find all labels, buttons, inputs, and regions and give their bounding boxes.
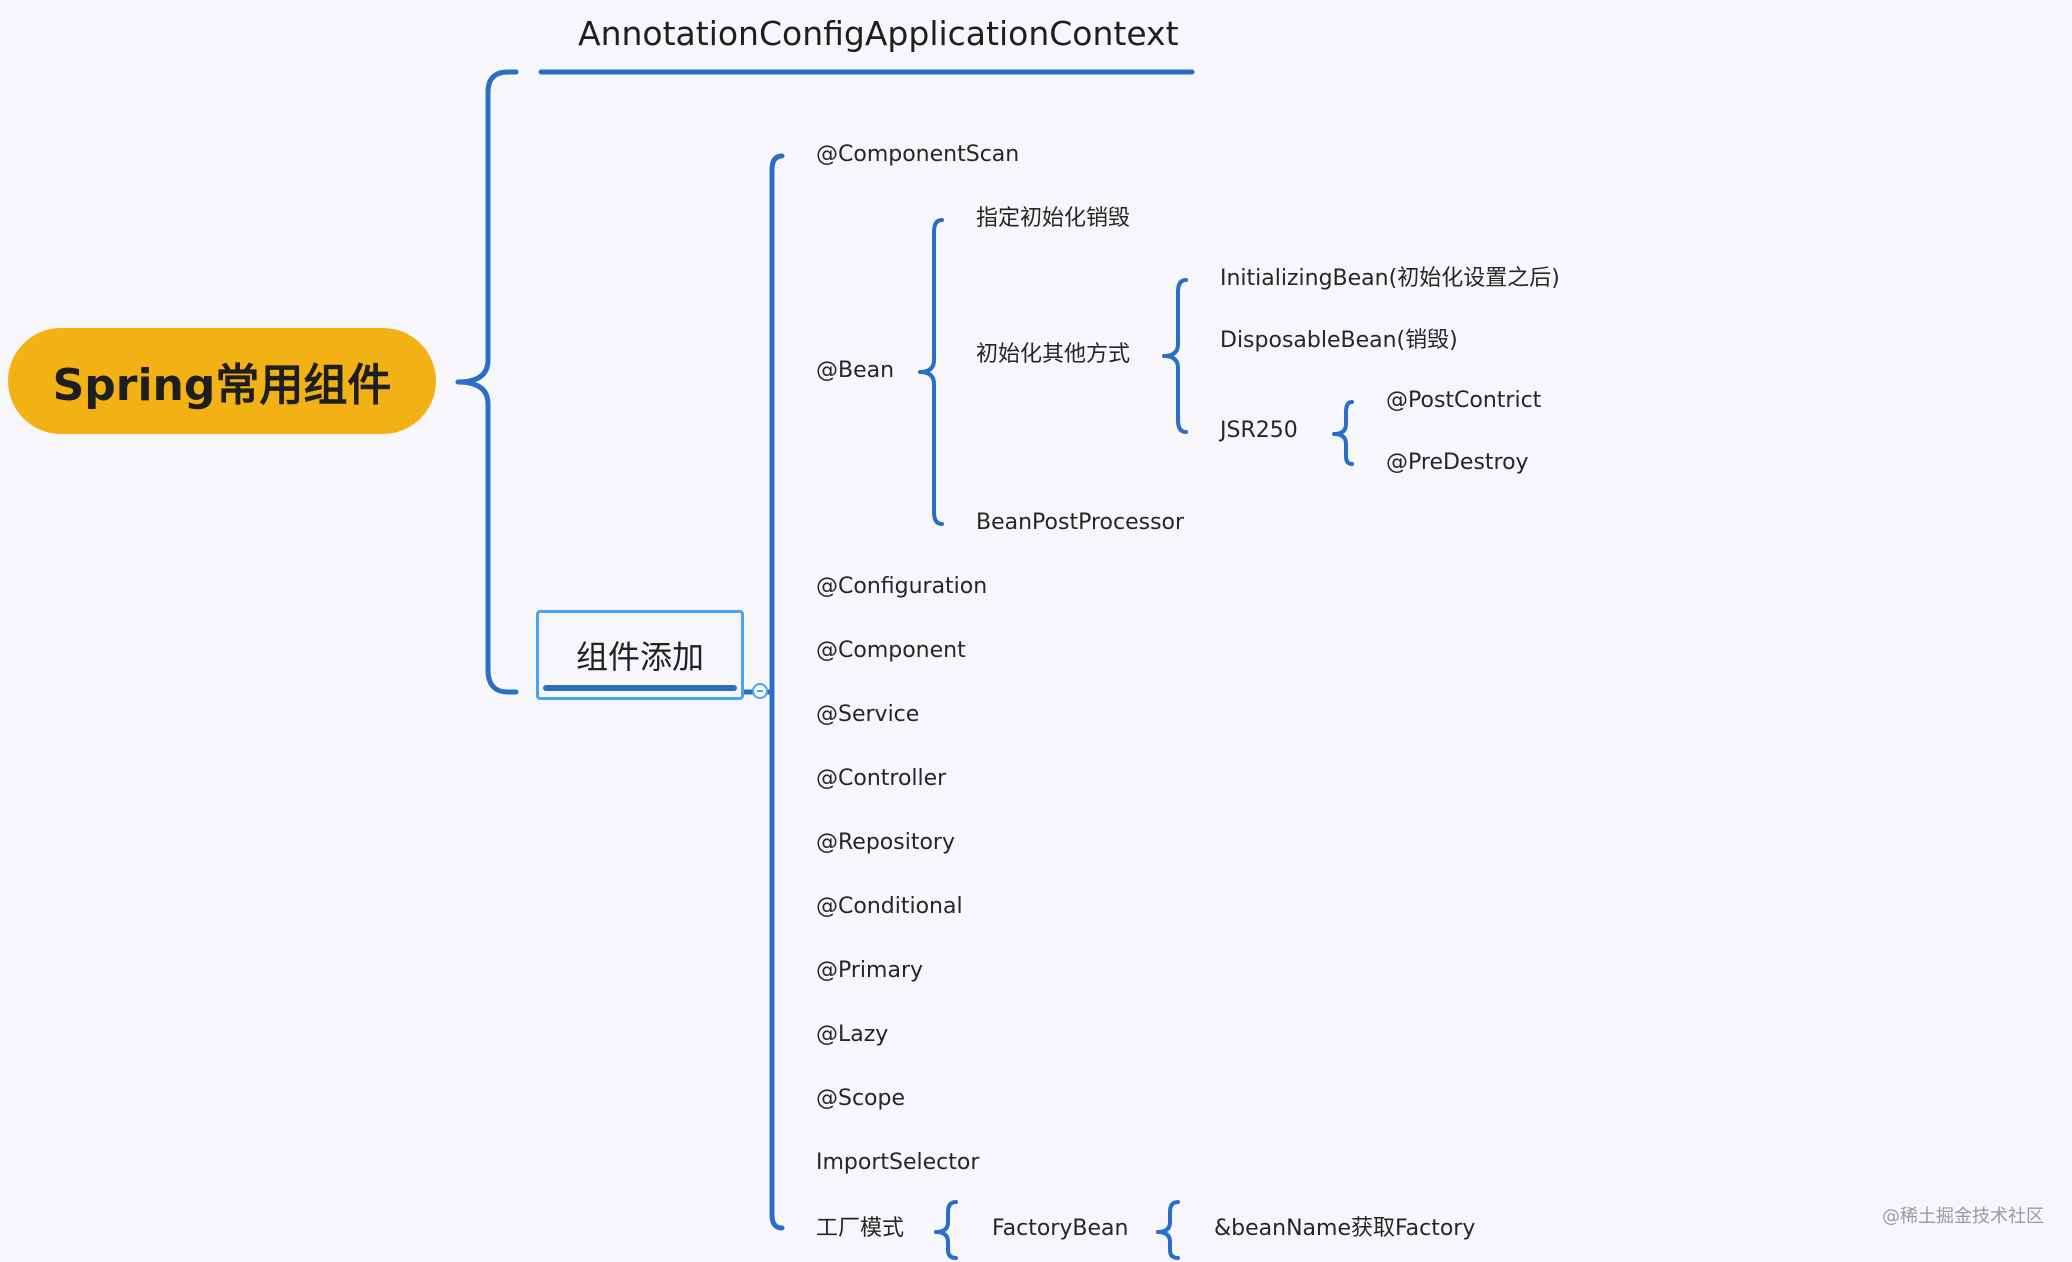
node-pre-destroy[interactable]: @PreDestroy: [1386, 450, 1529, 475]
context-node[interactable]: AnnotationConfigApplicationContext: [578, 14, 1179, 53]
node-initializing-bean[interactable]: InitializingBean(初始化设置之后): [1220, 266, 1560, 291]
node-scope[interactable]: @Scope: [816, 1086, 906, 1111]
node-bean-post-processor[interactable]: BeanPostProcessor: [976, 510, 1185, 535]
component-add-label: 组件添加: [575, 638, 704, 676]
other-init-brace: [1162, 278, 1188, 434]
node-configuration[interactable]: @Configuration: [816, 574, 988, 599]
root-brace: [455, 69, 519, 695]
node-component-scan[interactable]: @ComponentScan: [816, 142, 1020, 167]
node-component[interactable]: @Component: [816, 638, 966, 663]
jsr250-brace: [1332, 400, 1354, 466]
node-factory-mode[interactable]: 工厂模式: [816, 1216, 905, 1241]
collapse-toggle-icon[interactable]: [752, 683, 768, 699]
node-bean[interactable]: @Bean: [816, 358, 895, 383]
node-bean-name-factory[interactable]: &beanName获取Factory: [1214, 1216, 1476, 1241]
bean-brace: [918, 218, 944, 526]
node-conditional[interactable]: @Conditional: [816, 894, 963, 919]
node-primary[interactable]: @Primary: [816, 958, 924, 983]
node-service[interactable]: @Service: [816, 702, 920, 727]
node-controller[interactable]: @Controller: [816, 766, 947, 791]
watermark: @稀土掘金技术社区: [1882, 1206, 2044, 1227]
root-label: Spring常用组件: [52, 360, 392, 411]
component-add-underline: [543, 685, 737, 691]
factory-bean-brace: [1156, 1200, 1180, 1260]
node-repository[interactable]: @Repository: [816, 830, 955, 855]
node-import-selector[interactable]: ImportSelector: [816, 1150, 980, 1175]
factory-mode-brace: [934, 1200, 958, 1260]
component-add-node[interactable]: 组件添加: [536, 610, 744, 700]
node-disposable-bean[interactable]: DisposableBean(销毁): [1220, 328, 1458, 353]
node-lazy[interactable]: @Lazy: [816, 1022, 889, 1047]
node-jsr250[interactable]: JSR250: [1220, 418, 1298, 443]
node-post-contrict[interactable]: @PostContrict: [1386, 388, 1542, 413]
node-other-init[interactable]: 初始化其他方式: [976, 342, 1131, 367]
node-specify-init-destroy[interactable]: 指定初始化销毁: [976, 206, 1131, 231]
root-node[interactable]: Spring常用组件: [8, 328, 436, 434]
node-factory-bean[interactable]: FactoryBean: [992, 1216, 1129, 1241]
